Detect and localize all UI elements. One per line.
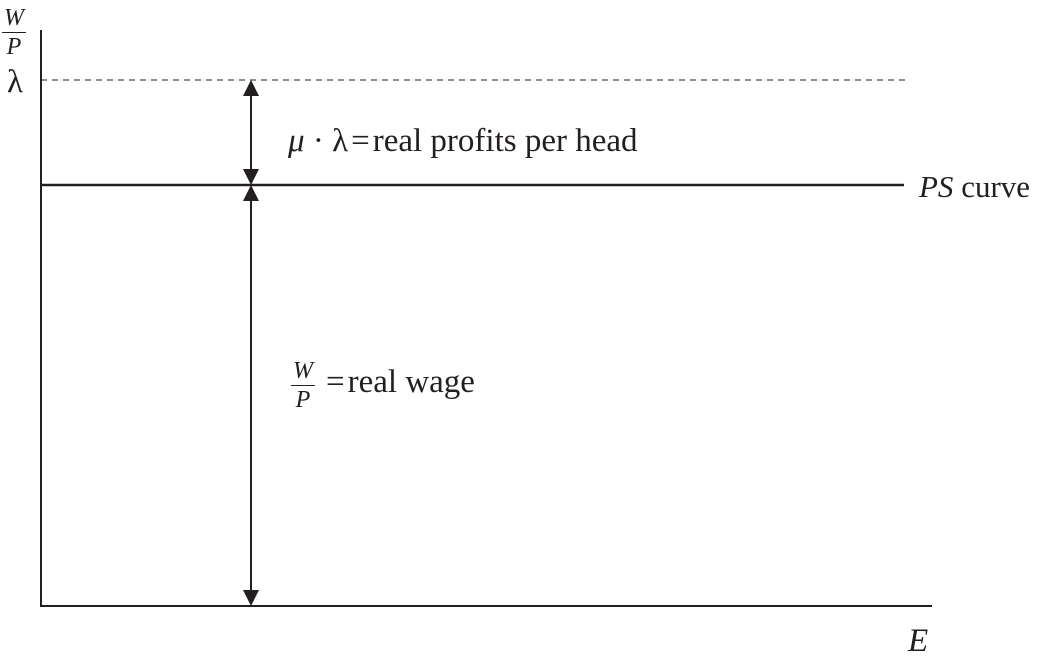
- lambda-tick-label: λ: [7, 64, 24, 100]
- wage-text: real wage: [347, 364, 475, 400]
- profits-annotation: μ · λ=real profits per head: [288, 125, 638, 158]
- wage-fraction-numerator: W: [291, 358, 315, 386]
- ps-curve-label-suffix: curve: [953, 169, 1031, 204]
- wage-fraction: W P: [291, 359, 315, 412]
- dot-operator: ·: [312, 123, 324, 159]
- profits-arrow-head-up: [243, 80, 259, 96]
- y-axis-label-numerator: W: [2, 5, 26, 33]
- x-axis-label: E: [908, 623, 929, 659]
- y-axis-label-denominator: P: [6, 34, 22, 60]
- ps-curve-label-italic: PS: [919, 169, 954, 204]
- profits-text: real profits per head: [372, 123, 638, 159]
- mu-symbol: μ: [288, 123, 305, 159]
- wage-equals: =: [326, 364, 345, 400]
- wage-arrow-head-up: [243, 185, 259, 201]
- y-axis-label: W P: [2, 6, 26, 59]
- wage-annotation: =real wage: [326, 366, 475, 399]
- profits-arrow-head-down: [243, 169, 259, 185]
- wage-arrow-head-down: [243, 590, 259, 606]
- lambda-symbol: λ: [332, 123, 349, 159]
- wage-fraction-denominator: P: [295, 387, 311, 413]
- profits-equals: =: [351, 123, 370, 159]
- ps-curve-label: PS curve: [919, 171, 1030, 202]
